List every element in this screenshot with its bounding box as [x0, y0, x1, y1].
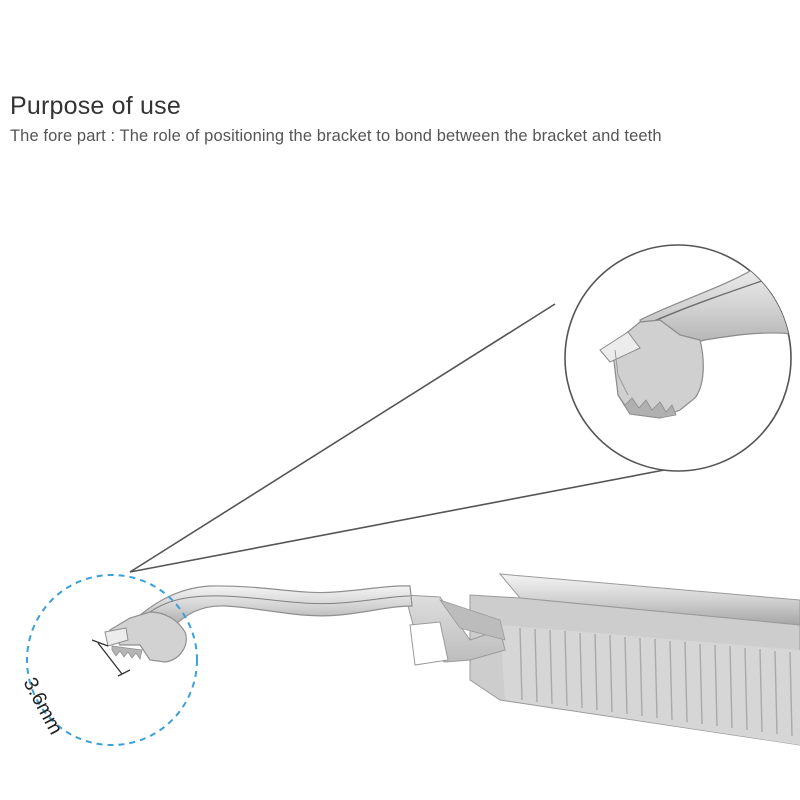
tweezer-joint [404, 594, 506, 666]
dimension-marker [91, 639, 131, 677]
grip-ribs [519, 627, 793, 737]
tweezer-arm [104, 585, 413, 663]
tweezer-handle [469, 573, 800, 746]
callout-lines [129, 303, 681, 573]
purpose-description: The fore part : The role of positioning … [10, 127, 662, 145]
highlight-circle [26, 574, 198, 746]
page-title: Purpose of use [10, 92, 181, 120]
zoom-detail [564, 244, 792, 472]
